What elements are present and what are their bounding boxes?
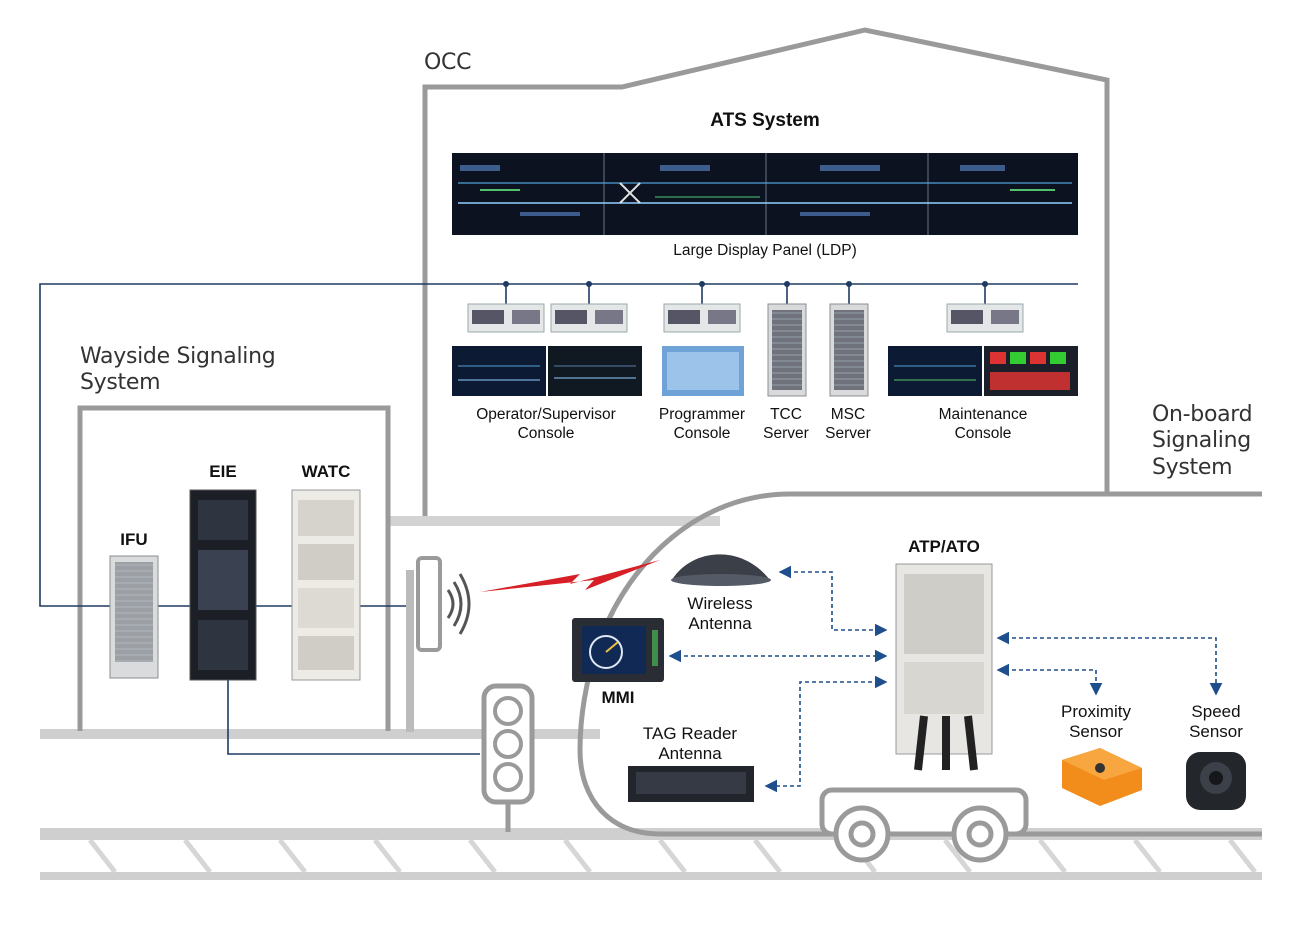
tag-reader-device — [628, 766, 754, 802]
speed-sensor-line1: Speed — [1191, 702, 1241, 721]
console-label-line2: Server — [825, 424, 871, 442]
watc-cabinet — [291, 489, 361, 681]
wayside-label: Wayside Signaling System — [80, 344, 276, 397]
console-label-line1: Maintenance — [938, 406, 1028, 423]
ifu-label: IFU — [120, 530, 148, 549]
wayside-label-line1: Wayside Signaling — [80, 344, 276, 369]
mmi-label: MMI — [601, 688, 635, 707]
watc-label: WATC — [301, 462, 351, 481]
console-label-line1: Operator/Supervisor — [476, 406, 616, 423]
console-label-tcc: TCC Server — [756, 406, 816, 443]
proximity-sensor-device — [1062, 748, 1142, 806]
console-label-maintenance: Maintenance Console — [923, 406, 1043, 443]
wayside-building-outline — [77, 405, 391, 731]
network-bus — [39, 283, 1078, 755]
console-workstations — [467, 303, 1024, 333]
ldp-label: Large Display Panel (LDP) — [673, 242, 857, 259]
tag-reader-line1: TAG Reader — [642, 724, 738, 743]
speed-sensor-device — [1186, 752, 1246, 810]
mmi-device — [572, 618, 664, 682]
ifu-cabinet — [109, 555, 159, 679]
wayside-antenna — [406, 556, 471, 732]
tag-reader-label: TAG Reader Antenna — [630, 724, 750, 765]
console-monitors — [452, 346, 1078, 396]
wireless-antenna-label: Wireless Antenna — [670, 594, 770, 635]
network-nodes — [503, 281, 988, 287]
atp-ato-label: ATP/ATO — [908, 537, 980, 556]
eie-label: EIE — [209, 462, 237, 481]
console-label-operator: Operator/Supervisor Console — [456, 406, 636, 443]
railway-sleepers — [88, 838, 1257, 874]
occ-label: OCC — [424, 50, 472, 75]
eie-cabinet — [189, 489, 257, 681]
console-label-line2: Console — [954, 424, 1012, 442]
tag-reader-line2: Antenna — [658, 744, 722, 764]
console-label-msc: MSC Server — [818, 406, 878, 443]
console-label-line2: Console — [517, 424, 575, 442]
wireless-antenna-device — [671, 554, 771, 586]
onboard-label-line3: System — [1152, 454, 1233, 480]
console-label-line2: Console — [673, 424, 731, 442]
wayside-label-line2: System — [80, 370, 161, 396]
console-label-programmer: Programmer Console — [647, 406, 757, 443]
server-towers — [767, 303, 869, 397]
occ-building-outline — [422, 27, 1110, 516]
wireless-link-icon — [480, 560, 660, 592]
wireless-antenna-line2: Antenna — [688, 614, 752, 634]
proximity-sensor-line1: Proximity — [1061, 702, 1131, 721]
large-display-panel — [452, 153, 1078, 235]
console-label-line1: TCC — [770, 406, 802, 423]
console-label-line2: Server — [763, 424, 809, 442]
onboard-label-line2: Signaling — [1152, 428, 1251, 454]
proximity-sensor-label: Proximity Sensor — [1050, 702, 1142, 743]
console-label-line1: MSC — [830, 406, 866, 423]
console-label-line1: Programmer — [658, 406, 746, 423]
ats-system-title: ATS System — [710, 110, 820, 131]
train-bogie — [819, 787, 1029, 863]
traffic-signal-icon — [481, 683, 535, 832]
speed-sensor-label: Speed Sensor — [1176, 702, 1256, 743]
onboard-label: On-board Signaling System — [1152, 402, 1253, 481]
onboard-connections — [668, 565, 1223, 793]
onboard-label-line1: On-board — [1152, 402, 1253, 427]
speed-sensor-line2: Sensor — [1189, 722, 1243, 742]
proximity-sensor-line2: Sensor — [1069, 722, 1123, 742]
wireless-antenna-line1: Wireless — [687, 594, 753, 613]
atp-ato-cabinet — [895, 563, 993, 771]
